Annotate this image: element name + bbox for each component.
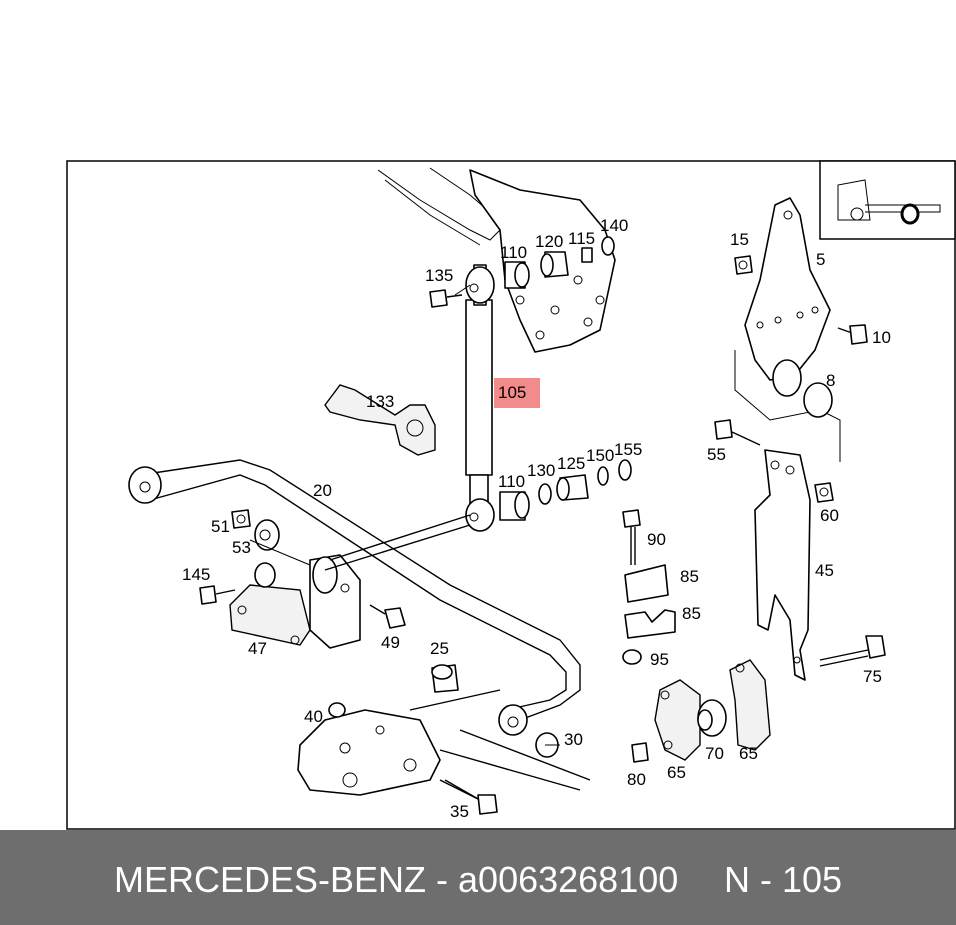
callout-75: 75	[863, 667, 882, 686]
bolt-135	[429, 289, 463, 308]
leader-lines	[249, 284, 560, 746]
callout-53: 53	[232, 538, 251, 557]
callout-20: 20	[313, 481, 332, 500]
callout-85-lower: 85	[682, 604, 701, 623]
bushing-70	[697, 699, 727, 737]
callout-90: 90	[647, 530, 666, 549]
bracket-45	[754, 449, 811, 681]
callout-150: 150	[586, 446, 614, 465]
callout-155: 155	[614, 440, 642, 459]
bolt-35	[444, 779, 498, 815]
callout-5: 5	[816, 250, 825, 269]
callout-110: 110	[500, 243, 527, 262]
bolt-55	[714, 419, 761, 446]
bracket-133	[324, 384, 436, 456]
clamp-85-upper	[624, 564, 669, 603]
callout-labels: 135 110 120 115 140 15 5 10 8 105 133 20…	[182, 216, 891, 821]
callout-35: 35	[450, 802, 469, 821]
callout-8: 8	[826, 371, 835, 390]
bolt-145	[199, 585, 236, 605]
nut-95	[622, 649, 642, 665]
callout-45: 45	[815, 561, 834, 580]
callout-125: 125	[557, 454, 585, 473]
diagram-frame	[66, 160, 956, 830]
callout-140: 140	[600, 216, 628, 235]
bolt-10	[837, 324, 868, 345]
parts-diagram: 135 110 120 115 140 15 5 10 8 105 133 20…	[66, 160, 956, 830]
nut-80	[631, 742, 649, 763]
diagram-reference: N - 105	[724, 859, 843, 900]
frame-bracket-upper	[377, 167, 616, 353]
nut-51	[231, 509, 251, 529]
callout-65-rear: 65	[739, 744, 758, 763]
nut-15	[734, 255, 753, 275]
callout-95: 95	[650, 650, 669, 669]
callout-120: 120	[535, 232, 563, 251]
callout-133: 133	[366, 392, 394, 411]
clamp-85-lower	[624, 609, 676, 639]
bushing-53	[254, 519, 280, 551]
callout-25: 25	[430, 639, 449, 658]
highlight-105	[494, 378, 540, 408]
mounting-plate	[297, 689, 591, 801]
callout-105: 105	[498, 383, 526, 402]
clamp-65-rear	[729, 659, 771, 751]
shock-absorber	[465, 264, 495, 532]
bushing-25	[431, 664, 459, 693]
clamp-65-front	[654, 679, 701, 761]
vehicle-axle-icon	[819, 160, 956, 240]
bushings-lower	[499, 459, 632, 521]
callout-70: 70	[705, 744, 724, 763]
bracket-5	[734, 197, 841, 462]
callout-65-front: 65	[667, 763, 686, 782]
callout-15: 15	[730, 230, 749, 249]
callout-40: 40	[304, 707, 323, 726]
bolt-75	[819, 635, 886, 667]
stabilizer-bar	[128, 459, 581, 736]
stabilizer-mount-47	[229, 514, 471, 649]
callout-80: 80	[627, 770, 646, 789]
callout-145: 145	[182, 565, 210, 584]
callout-60: 60	[820, 506, 839, 525]
callout-49: 49	[381, 633, 400, 652]
nut-60	[814, 482, 834, 503]
callout-130: 130	[527, 461, 555, 480]
callout-51: 51	[211, 517, 230, 536]
callout-47: 47	[248, 639, 267, 658]
brand-part-number: MERCEDES-BENZ - a0063268100	[114, 859, 679, 900]
callout-10: 10	[872, 328, 891, 347]
callout-135: 135	[425, 266, 453, 285]
callout-110-lower: 110	[498, 472, 525, 491]
bolt-90	[622, 509, 641, 565]
footer-bar: MERCEDES-BENZ - a0063268100 N - 105	[0, 830, 956, 925]
callout-115: 115	[568, 229, 595, 248]
bolt-49	[369, 604, 406, 629]
callout-30: 30	[564, 730, 583, 749]
bushings-upper	[504, 236, 615, 289]
callout-55: 55	[707, 445, 726, 464]
callout-85-upper: 85	[680, 567, 699, 586]
